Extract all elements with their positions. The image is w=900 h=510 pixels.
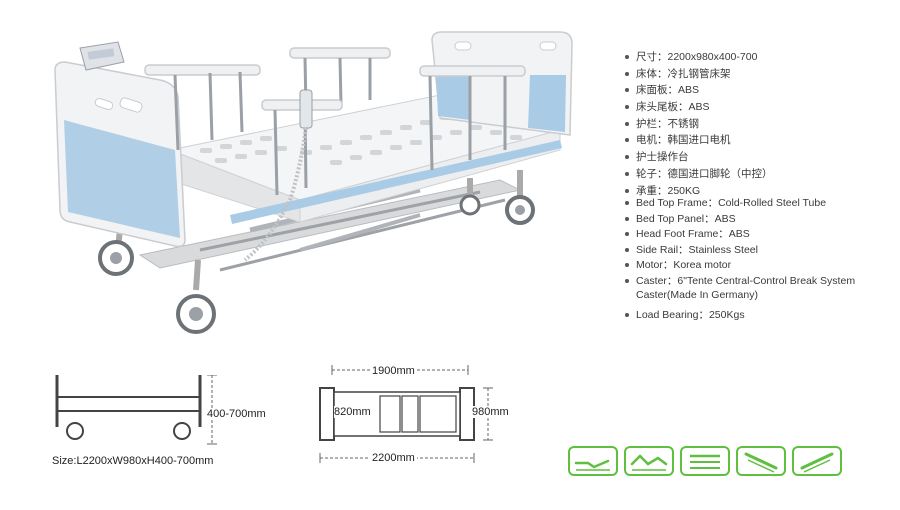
spec-item: 护士操作台	[622, 150, 892, 164]
spec-item: 承重：250KG	[622, 184, 892, 198]
caster-wheels	[98, 194, 535, 334]
width-outer-label: 980mm	[470, 406, 511, 418]
side-rails	[144, 47, 526, 196]
height-label: 400-700mm	[205, 408, 268, 420]
spec-list-chinese: 尺寸：2200x980x400-700 床体：冷扎钢管床架 床面板：ABS 床头…	[622, 50, 892, 200]
footboard	[431, 31, 573, 136]
spec-item: 轮子：德国进口脚轮（中控）	[622, 167, 892, 181]
spec-item: 尺寸：2200x980x400-700	[622, 50, 892, 64]
spec-item: Side Rail：Stainless Steel	[622, 243, 892, 257]
flat-position-icon	[568, 446, 618, 476]
spec-item: Bed Top Frame：Cold-Rolled Steel Tube	[622, 196, 892, 210]
width-inner-label: 820mm	[334, 406, 371, 418]
side-view-drawing	[55, 375, 202, 440]
length-bottom-label: 2200mm	[370, 452, 417, 464]
spec-list-english: Bed Top Frame：Cold-Rolled Steel Tube Bed…	[622, 196, 892, 323]
hand-pendant	[243, 89, 313, 262]
spec-item: 床体：冷扎钢管床架	[622, 67, 892, 81]
spec-item: 床面板：ABS	[622, 83, 892, 97]
trendelenburg-icon	[736, 446, 786, 476]
spec-item: Caster：6"Tente Central-Control Break Sys…	[622, 274, 866, 302]
nurse-control-panel	[79, 41, 125, 71]
reverse-trendelenburg-icon	[792, 446, 842, 476]
headboard	[54, 61, 186, 248]
hospital-bed-illustration	[54, 31, 573, 334]
height-adjust-icon	[680, 446, 730, 476]
size-caption: Size:L2200xW980xH400-700mm	[52, 455, 214, 467]
back-knee-raise-icon	[624, 446, 674, 476]
length-top-label: 1900mm	[370, 365, 417, 377]
bed-platform	[168, 94, 562, 224]
spec-item: Head Foot Frame：ABS	[622, 227, 892, 241]
spec-item: 床头尾板：ABS	[622, 100, 892, 114]
spec-item: 护栏：不锈钢	[622, 117, 892, 131]
spec-item: 电机：韩国进口电机	[622, 133, 892, 147]
spec-item: Motor：Korea motor	[622, 258, 892, 272]
spec-item: Load Bearing：250Kgs	[622, 308, 892, 322]
spec-item: Bed Top Panel：ABS	[622, 212, 892, 226]
